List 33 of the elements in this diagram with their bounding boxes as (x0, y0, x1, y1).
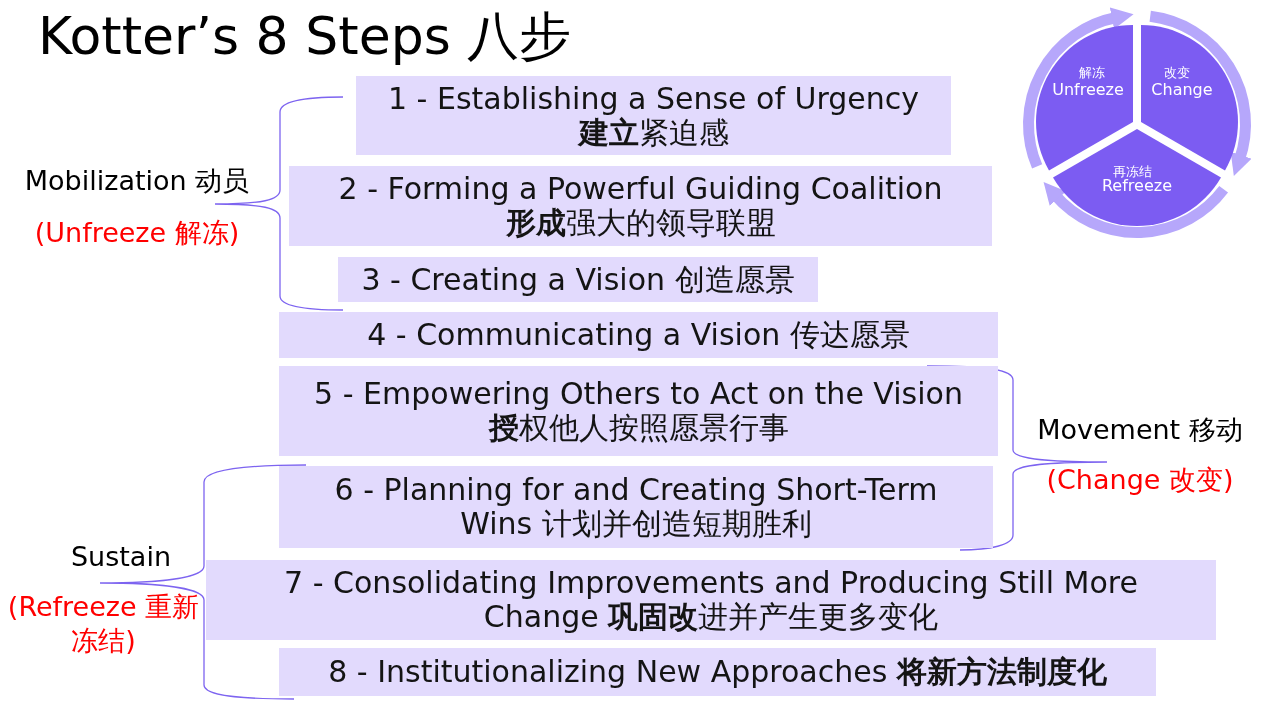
step-box (206, 560, 1216, 640)
step-text: 7 - Consolidating Improvements and Producing Still More Change 巩固改进并产生更多变化 (283, 566, 1139, 634)
step-box (289, 166, 992, 246)
step-box (279, 366, 998, 456)
step-text: 8 - Institutionalizing New Approaches 将新方法制度化 (328, 655, 1107, 689)
segment-label: Change (1151, 81, 1213, 99)
stage-label: (Change 改变) (1046, 463, 1234, 497)
segment-label: 改变 (1164, 65, 1190, 81)
curved-arrow (1042, 182, 1228, 238)
step-box (279, 648, 1156, 696)
segment-label: Refreeze (1101, 177, 1172, 195)
step-text: 3 - Creating a Vision 创造愿景 (361, 262, 795, 297)
phase-label: Movement 移动 (1037, 413, 1243, 447)
phase-label: Mobilization 动员 (24, 164, 250, 198)
curved-arrow (1023, 7, 1134, 169)
segment-label: 解冻 (1079, 65, 1105, 81)
stage-label: (Unfreeze 解冻) (34, 216, 240, 250)
step-box (279, 466, 993, 548)
step-text: 4 - Communicating a Vision 传达愿景 (367, 318, 910, 352)
phase-label: Sustain (70, 540, 172, 574)
segment-label: Unfreeze (1052, 81, 1124, 99)
stage-label: (Refreeze 重新冻结) (6, 590, 201, 658)
step-box (356, 76, 951, 155)
cycle-segment (1053, 129, 1221, 226)
step-text: 1 - Establishing a Sense of Urgency 建立紧迫感 (386, 81, 920, 150)
step-text: 6 - Planning for and Creating Short-Term Wins 计划并创造短期胜利 (333, 473, 939, 541)
step-text: 5 - Empowering Others to Act on the Vision 授权他人按照愿景行事 (313, 377, 964, 445)
title: Kotter’s 8 Steps 八步 (38, 5, 572, 68)
step-text: 2 - Forming a Powerful Guiding Coalition 形成强大的领导联盟 (337, 172, 944, 240)
step-box (338, 257, 818, 302)
step-box (279, 312, 998, 358)
curved-arrow (1149, 10, 1252, 177)
segment-label: 再冻结 (1113, 164, 1153, 179)
